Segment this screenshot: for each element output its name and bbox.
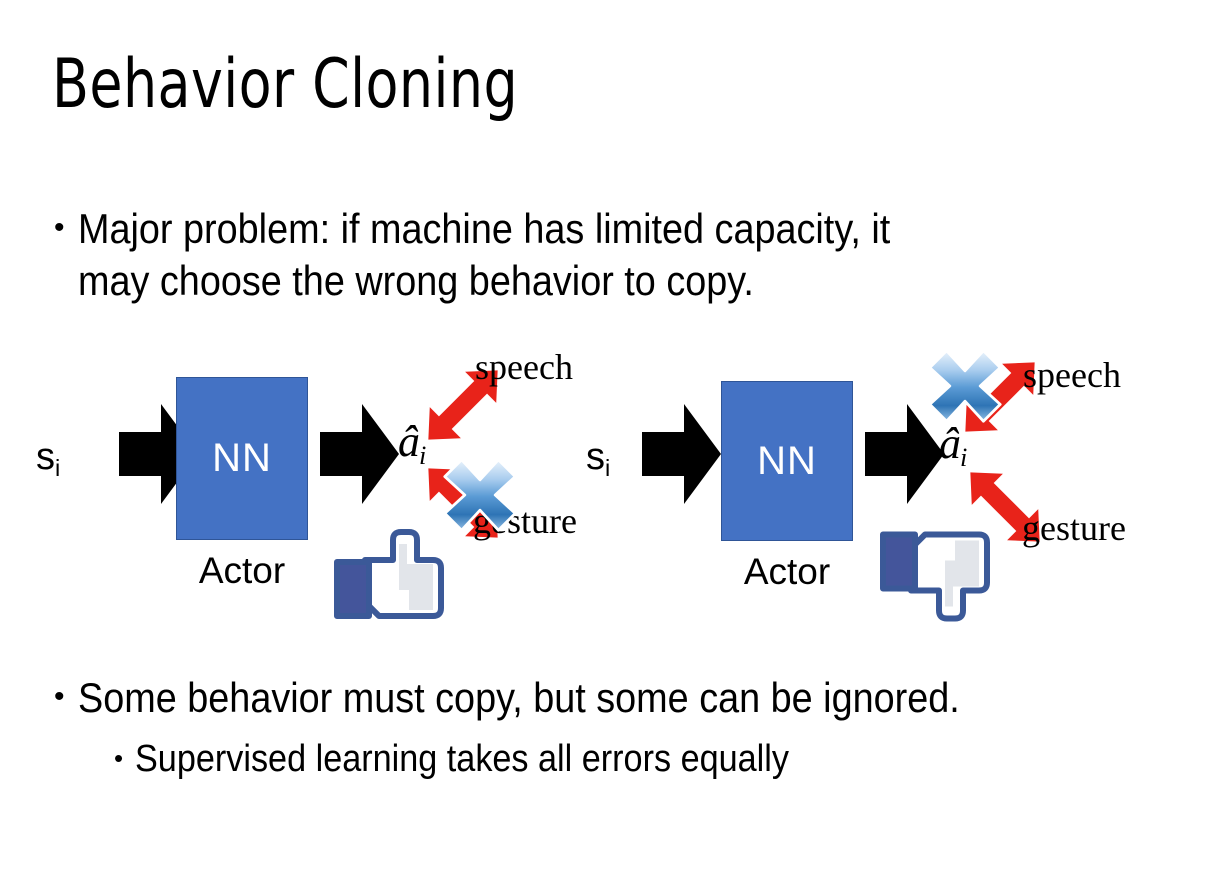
bullet-supervised-learning: • Supervised learning takes all errors e… — [114, 735, 1174, 783]
actor-caption-left: Actor — [198, 550, 286, 591]
bullet-major-problem-text: Major problem: if machine has limited ca… — [77, 205, 890, 304]
bullet-supervised-learning-text: Supervised learning takes all errors equ… — [135, 738, 790, 780]
nn-box-right-label: NN — [757, 438, 817, 483]
bullet-marker-icon: • — [54, 680, 65, 713]
branch-arrow-gesture-right-icon — [950, 452, 1060, 562]
state-label-left: si — [36, 436, 61, 481]
action-label-left: âi — [398, 417, 427, 470]
cross-out-gesture-left-icon — [440, 455, 520, 535]
bullet-some-behavior: • Some behavior must copy, but some can … — [54, 672, 1174, 724]
nn-box-left-label: NN — [212, 436, 272, 480]
action-label-right: âi — [939, 419, 968, 472]
diagram-right-bad-case: si NN Actor âi — [565, 340, 1195, 640]
nn-box-left: NN — [176, 377, 308, 540]
state-label-right: si — [586, 436, 611, 481]
branch-arrow-speech-left-icon — [408, 350, 518, 460]
branch-label-speech-right: speech — [1023, 355, 1121, 395]
cross-out-speech-right-icon — [925, 346, 1005, 426]
diagram-left-good-case: si NN Actor âi — [20, 340, 620, 640]
thumbs-up-icon — [333, 528, 444, 623]
input-arrow-right-icon — [642, 402, 722, 506]
thumbs-down-icon — [879, 526, 990, 624]
nn-box-right: NN — [721, 381, 853, 541]
page-title: Behavior Cloning — [52, 45, 519, 124]
branch-label-speech-left: speech — [475, 347, 573, 387]
bullet-major-problem: • Major problem: if machine has limited … — [54, 203, 1154, 307]
bullet-some-behavior-text: Some behavior must copy, but some can be… — [77, 674, 960, 721]
branch-label-gesture-right: gesture — [1022, 508, 1126, 548]
bullet-marker-icon: • — [54, 211, 65, 244]
actor-caption-right: Actor — [743, 551, 831, 592]
sub-bullet-marker-icon: • — [114, 743, 124, 773]
output-arrow-left-icon — [320, 402, 400, 506]
output-arrow-right-icon — [865, 402, 945, 506]
